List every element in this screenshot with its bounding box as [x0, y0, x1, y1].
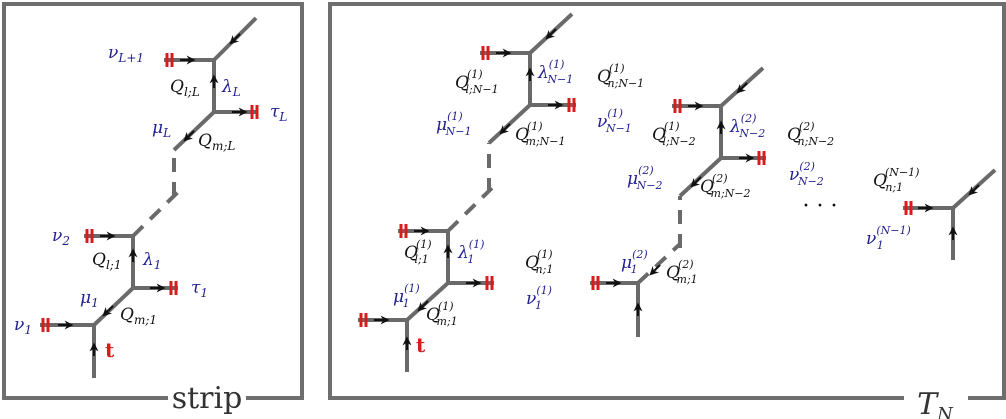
label-Q-m1: Q(1)m;1 [426, 300, 458, 328]
label-nu-2: ν2 [52, 226, 70, 248]
label-mu-N2: μ(2)N−2 [627, 164, 663, 192]
label-Q-nN: Q(N−1)n;1 [873, 166, 919, 194]
tn-title-main: T [917, 387, 939, 419]
strip-arrows [58, 33, 248, 356]
label-t-strip: t [105, 338, 115, 362]
label-nu-N1: ν(1)N−1 [597, 107, 632, 135]
label-mu-L: μL [152, 118, 171, 140]
label-Q-m1: Qm;1 [120, 305, 157, 327]
label-nu-L1: νL+1 [108, 43, 144, 65]
label-Q-mN1: Q(1)m;N−1 [515, 120, 566, 148]
label-Q-mL: Qm;L [198, 131, 235, 153]
label-Q-nN1: Q(1)n;N−1 [597, 62, 644, 90]
label-nu-1-N: ν(N−1)1 [866, 224, 911, 252]
label-tau-L: τL [270, 102, 287, 124]
tn-title: TN [917, 387, 954, 419]
strip-frame [2, 2, 304, 400]
label-nu-N2: ν(2)N−2 [789, 160, 824, 188]
label-lambda-1: λ(1)1 [457, 238, 484, 266]
label-nu-1: ν1 [14, 315, 32, 337]
label-nu-1-1: ν(1)1 [526, 284, 552, 312]
label-Q-mN2: Q(2)m;N−2 [700, 172, 751, 200]
label-lambda-N1: λ(1)N−1 [537, 58, 573, 86]
label-lambda-L: λL [221, 77, 241, 99]
label-t-tn: t [416, 333, 426, 357]
strip-title: strip [172, 381, 243, 416]
label-tau-1: τ1 [191, 278, 208, 300]
tn-labels: Q(1)l;N−1 λ(1)N−1 Q(1)n;N−1 μ(1)N−1 Q(1)… [393, 58, 919, 357]
strip-labels: νL+1 Ql;L λL τL μL Qm;L ν2 Ql;1 λ1 τ1 μ1… [14, 43, 287, 362]
label-Q-n1: Q(1)n;1 [525, 248, 553, 276]
label-Q-lN1: Q(1)l;N−1 [455, 68, 499, 96]
label-mu-1-1: μ(1)1 [393, 282, 420, 310]
label-Q-l1: Ql;1 [92, 250, 121, 272]
tn-arrows [374, 28, 980, 350]
label-mu-1: μ1 [80, 288, 99, 310]
tn-frame [328, 2, 1006, 400]
strip-red-marks [41, 53, 259, 332]
label-Q-lN2: Q(1)l;N−2 [652, 120, 696, 148]
label-lambda-N2: λ(2)N−2 [729, 112, 765, 140]
label-lambda-1: λ1 [142, 250, 161, 272]
label-Q-lL: Ql;L [170, 77, 200, 99]
label-mu-1-2: μ(2)1 [621, 248, 648, 276]
label-Q-l1: Q(1)l;1 [404, 238, 432, 266]
tn-red-marks [359, 46, 913, 327]
label-Q-m1-2: Q(2)m;1 [666, 258, 698, 286]
label-mu-N1: μ(1)N−1 [436, 110, 472, 138]
tn-ellipsis: · · · [803, 194, 838, 219]
label-Q-nN2: Q(2)n;N−2 [787, 120, 834, 148]
